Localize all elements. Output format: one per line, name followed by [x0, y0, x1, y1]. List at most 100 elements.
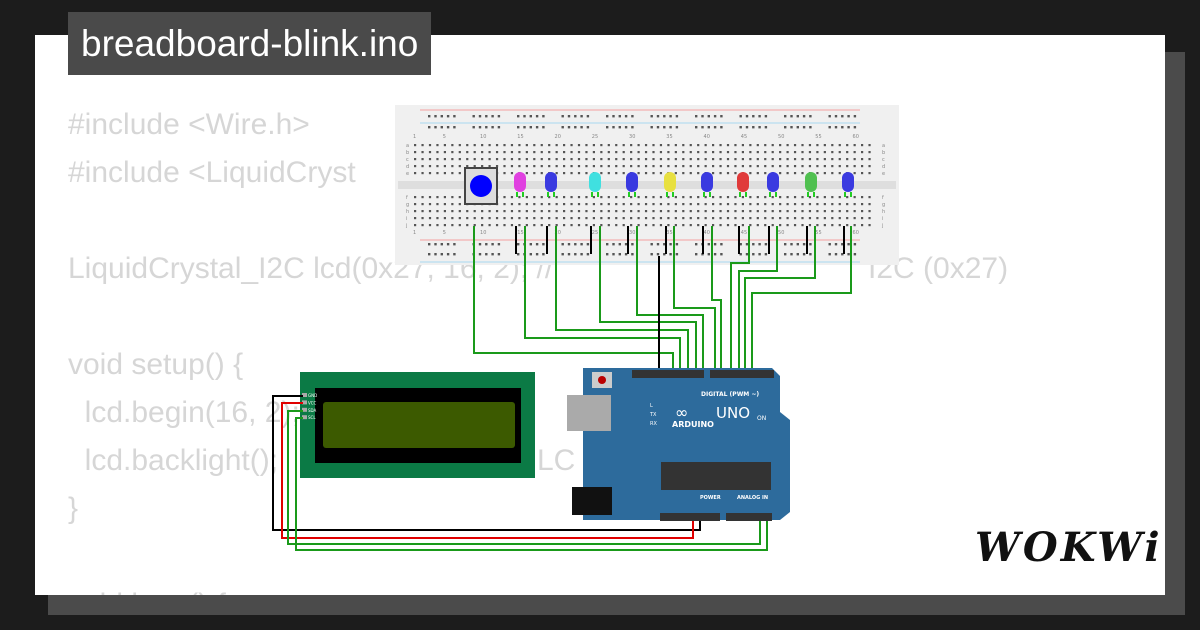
breadboard-hole — [503, 172, 506, 175]
breadboard-hole — [466, 217, 469, 220]
breadboard-hole — [458, 144, 461, 147]
breadboard-hole — [540, 210, 543, 213]
breadboard-hole — [525, 158, 528, 161]
rail-hole — [713, 253, 717, 256]
breadboard-hole — [592, 158, 595, 161]
breadboard-hole — [808, 158, 812, 161]
breadboard-hole — [443, 203, 446, 206]
rail-hole — [580, 115, 583, 118]
breadboard-hole — [689, 158, 692, 161]
breadboard-hole — [682, 196, 685, 199]
breadboard-hole — [704, 196, 707, 199]
column-label: 35 — [666, 134, 672, 140]
rail-hole — [834, 115, 838, 118]
breadboard-hole — [801, 165, 804, 168]
rail-hole — [841, 126, 844, 129]
rail-hole — [453, 243, 456, 246]
breadboard-hole — [436, 144, 439, 147]
breadboard-hole — [659, 224, 663, 227]
breadboard-hole — [697, 217, 700, 220]
column-label: 55 — [815, 134, 821, 140]
breadboard-hole — [712, 217, 715, 220]
breadboard-hole — [570, 210, 573, 213]
breadboard-hole — [771, 165, 774, 168]
breadboard-hole — [503, 224, 506, 227]
column-label: 30 — [629, 134, 635, 140]
rail-hole — [428, 253, 431, 256]
rail-hole — [535, 253, 539, 256]
breadboard-hole — [577, 196, 581, 199]
lcd-pin — [302, 407, 307, 412]
breadboard-hole — [600, 217, 603, 220]
rail-hole — [453, 253, 456, 256]
breadboard-hole — [793, 144, 797, 147]
breadboard-hole — [652, 224, 655, 227]
breadboard-hole — [719, 144, 722, 147]
rail-hole — [809, 253, 812, 256]
lcd-scl-wire — [295, 417, 768, 551]
rail-hole — [853, 253, 857, 256]
rail-hole — [428, 126, 431, 129]
breadboard-hole — [853, 151, 856, 154]
rail-hole — [802, 115, 806, 118]
breadboard-hole — [436, 224, 439, 227]
lcd-sda-wire — [287, 410, 761, 545]
rail-hole — [739, 253, 742, 256]
rail-hole — [650, 115, 653, 118]
breadboard-hole — [801, 217, 804, 220]
breadboard-hole — [622, 224, 625, 227]
rail-hole — [497, 243, 501, 246]
rail-hole — [517, 115, 520, 118]
breadboard-hole — [481, 158, 484, 161]
column-label: 20 — [555, 134, 561, 140]
lcd-pin — [302, 393, 307, 397]
breadboard-hole — [652, 196, 655, 199]
digital-header — [632, 370, 704, 378]
breadboard-hole — [712, 165, 715, 168]
breadboard-hole — [659, 151, 663, 154]
rail-hole — [631, 115, 634, 118]
led — [805, 172, 817, 192]
row-label: b — [882, 150, 885, 156]
rail-hole — [434, 115, 437, 118]
code-line: #include <LiquidCryst — [68, 156, 356, 189]
breadboard-hole — [503, 165, 506, 168]
breadboard-hole — [749, 165, 752, 168]
rail-hole — [612, 253, 615, 256]
breadboard-hole — [451, 203, 454, 206]
breadboard-hole — [518, 203, 521, 206]
rail-hole — [675, 243, 679, 246]
rail-hole — [739, 243, 742, 246]
breadboard-hole — [615, 210, 618, 213]
breadboard-hole — [443, 151, 446, 154]
code-line: #include <Wire.h> — [68, 108, 310, 141]
breadboard-hole — [488, 158, 491, 161]
breadboard-hole — [756, 172, 759, 175]
breadboard-hole — [786, 144, 789, 147]
rail-hole — [542, 126, 545, 129]
rail-hole — [720, 126, 723, 129]
breadboard-hole — [704, 217, 707, 220]
breadboard-hole — [421, 172, 424, 175]
column-label: 10 — [480, 134, 486, 140]
breadboard-hole — [749, 151, 752, 154]
breadboard-hole — [563, 224, 566, 227]
rail-hole — [695, 243, 698, 246]
breadboard-hole — [495, 165, 499, 168]
signal-wire — [599, 226, 697, 372]
breadboard-hole — [473, 151, 476, 154]
breadboard-hole — [495, 144, 499, 147]
rail-hole — [847, 243, 850, 246]
breadboard-hole — [764, 144, 767, 147]
breadboard-hole — [726, 196, 730, 199]
breadboard-hole — [592, 196, 595, 199]
breadboard-hole — [652, 151, 655, 154]
rail-hole — [440, 126, 443, 129]
rail-hole — [567, 243, 571, 246]
breadboard-hole — [689, 217, 692, 220]
breadboard-hole — [704, 158, 707, 161]
led — [842, 172, 854, 192]
breadboard-hole — [771, 144, 774, 147]
breadboard-hole — [853, 203, 856, 206]
breadboard-hole — [473, 158, 476, 161]
